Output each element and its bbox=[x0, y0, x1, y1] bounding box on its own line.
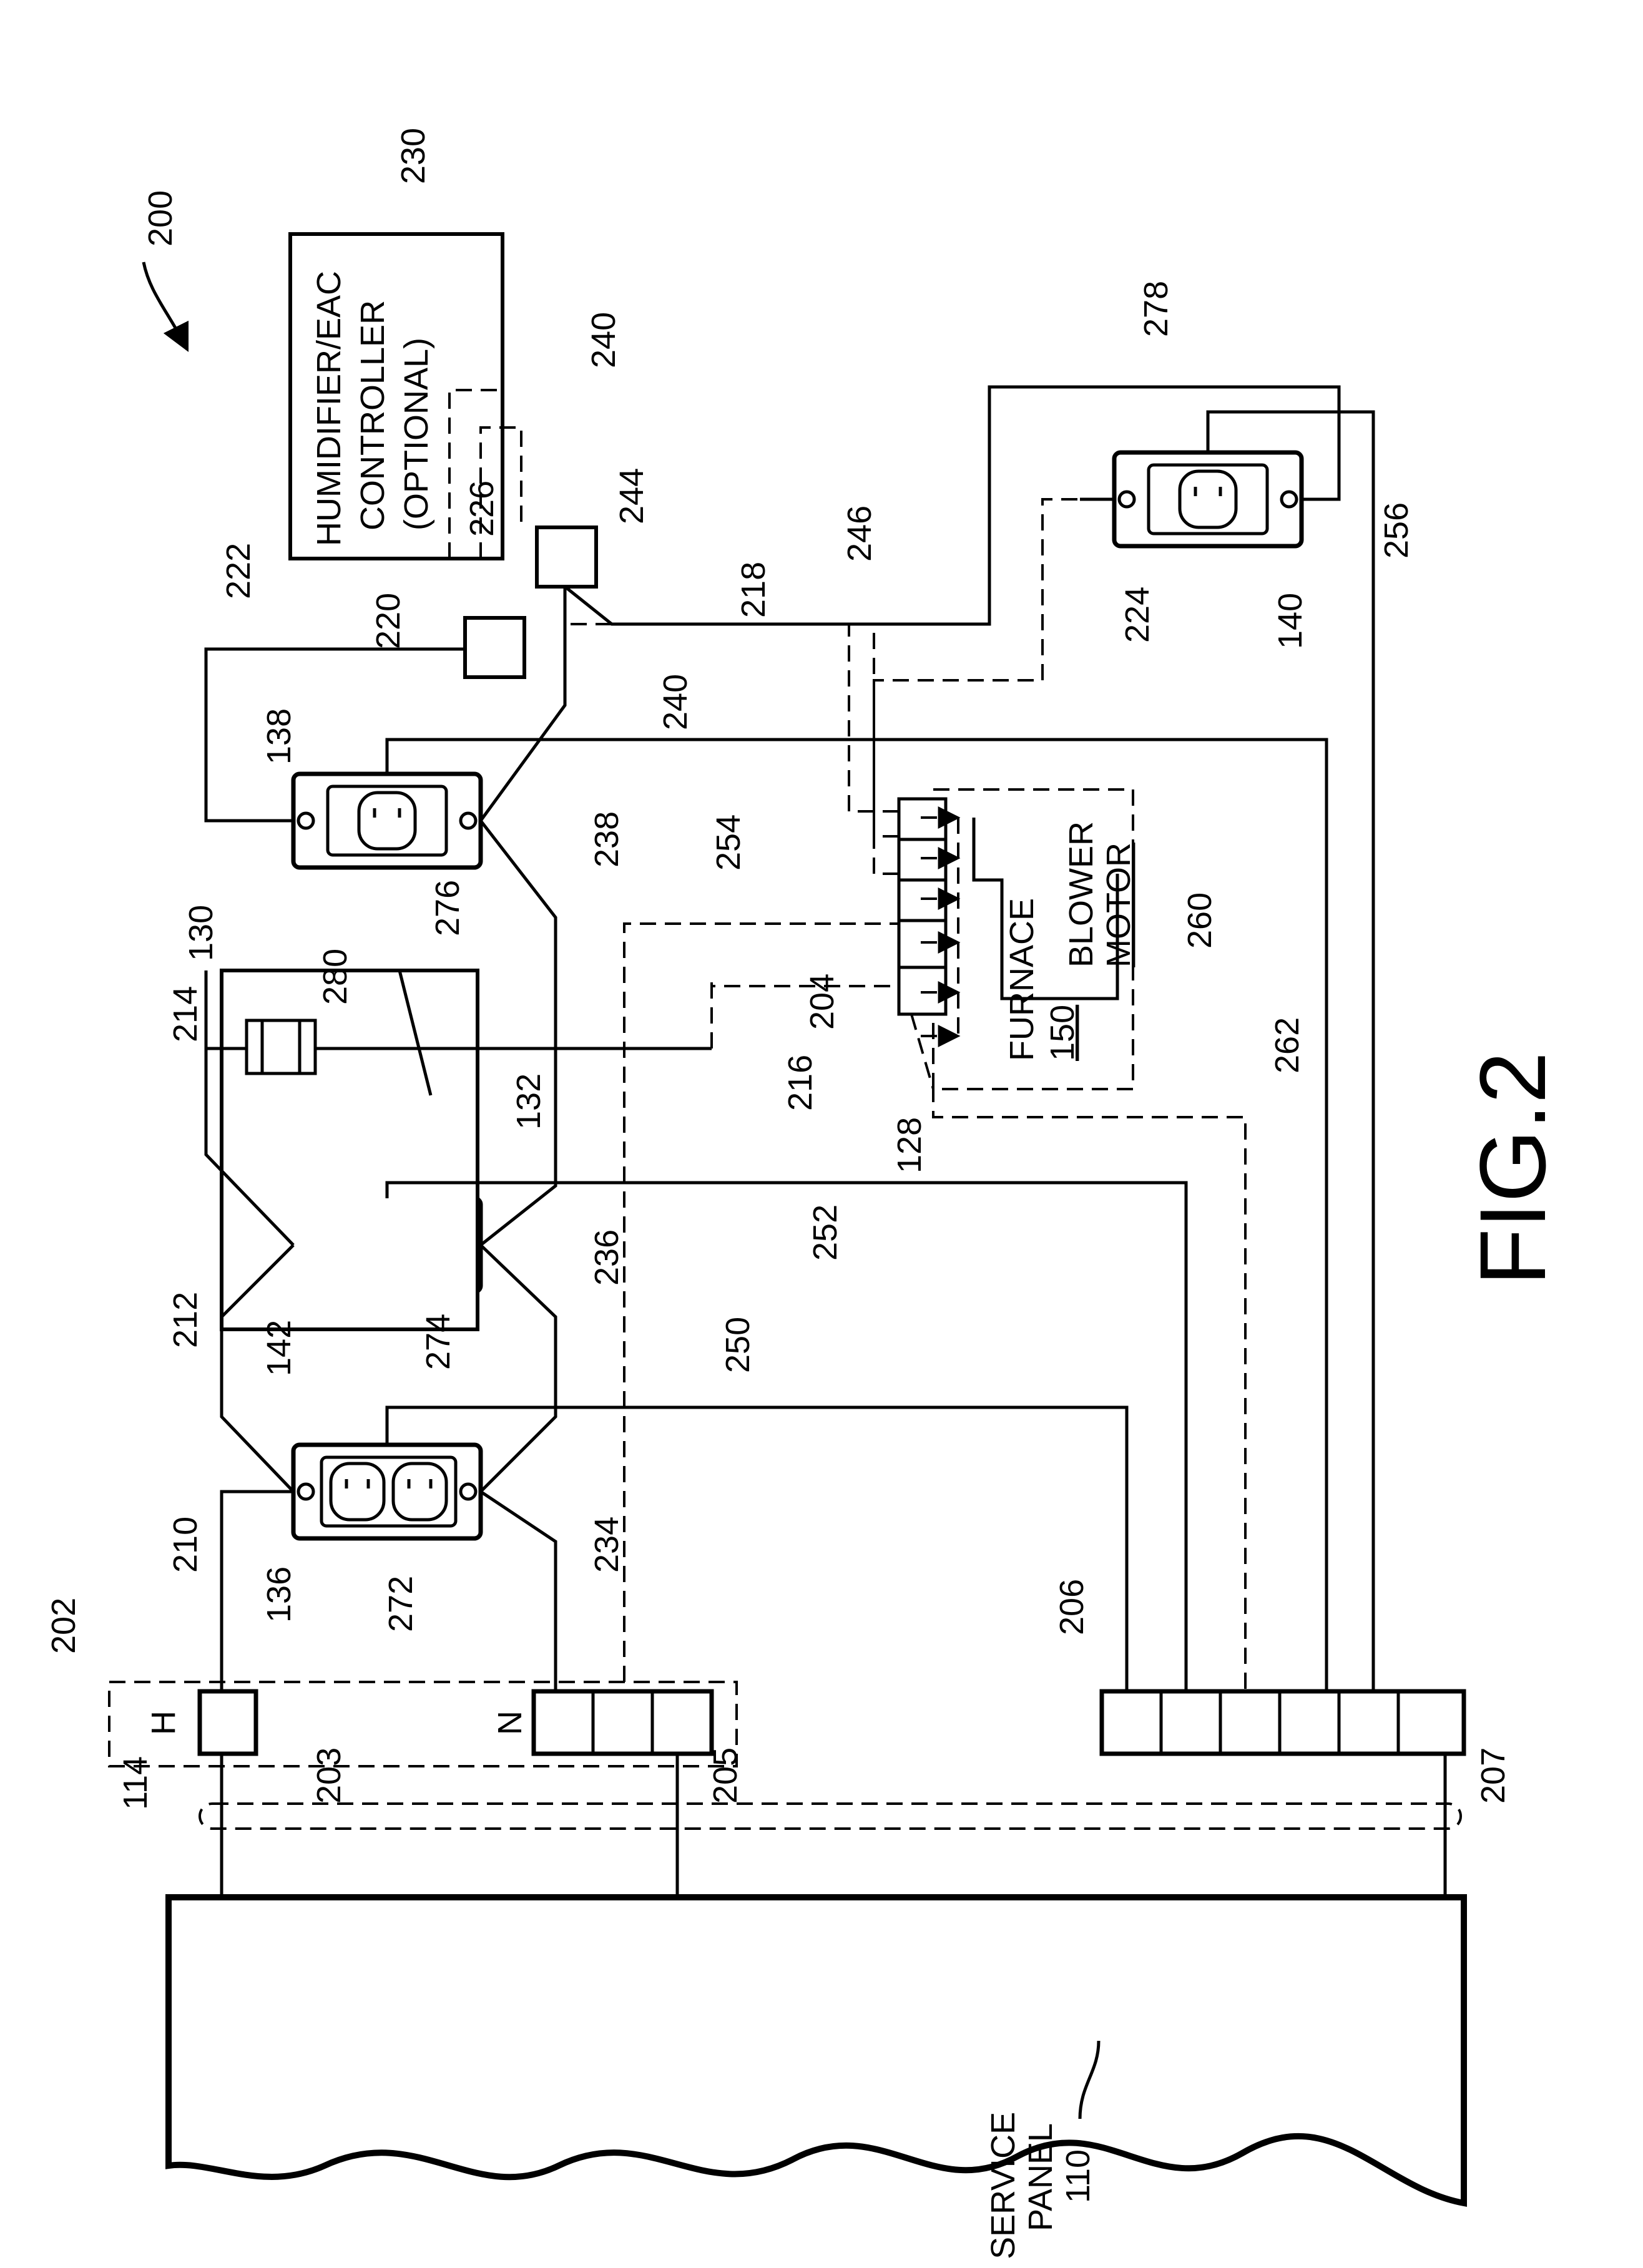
receptacle-138 bbox=[293, 774, 481, 868]
device-280-ref: 280 bbox=[316, 949, 354, 1005]
terminal-strip-204 bbox=[899, 799, 946, 1014]
outlet-278-ref: 278 bbox=[1137, 281, 1175, 337]
controller-line-2: CONTROLLER bbox=[354, 300, 391, 530]
receptacle-140 bbox=[1114, 452, 1302, 546]
junction-220-ref: 220 bbox=[370, 593, 407, 649]
wire-234: 234 bbox=[588, 1517, 625, 1573]
outlet-272-ref: 272 bbox=[382, 1576, 419, 1632]
switch-box-130 bbox=[206, 970, 478, 1329]
junction-244-ref: 244 bbox=[613, 468, 650, 524]
blower-label-1: BLOWER bbox=[1062, 821, 1100, 967]
hot-terminal bbox=[200, 1691, 256, 1754]
wire-224: 224 bbox=[1119, 587, 1156, 643]
junction-220 bbox=[465, 618, 524, 677]
wire-256: 256 bbox=[1378, 502, 1415, 559]
panel-ref: 110 bbox=[1059, 2149, 1097, 2203]
receptacle-140-ref: 140 bbox=[1272, 593, 1309, 649]
panel-label-2: PANEL bbox=[1022, 2123, 1059, 2231]
controller-ref: 230 bbox=[395, 128, 432, 184]
switch-box-ref: 130 bbox=[182, 905, 220, 961]
junction-244 bbox=[537, 527, 596, 587]
receptacle-136 bbox=[293, 1445, 481, 1538]
wire-218: 218 bbox=[735, 562, 772, 618]
wire-216: 216 bbox=[782, 1055, 819, 1111]
service-panel bbox=[169, 1897, 1464, 2203]
hot-label: H bbox=[145, 1711, 182, 1735]
wire-226: 226 bbox=[463, 481, 501, 537]
blower-ref: 260 bbox=[1181, 892, 1219, 949]
neutral-ref: 205 bbox=[707, 1747, 744, 1804]
ground-bar bbox=[1102, 1691, 1464, 1754]
neutral-bar bbox=[534, 1691, 712, 1754]
switch-ref: 132 bbox=[510, 1073, 547, 1130]
wire-254: 254 bbox=[710, 814, 747, 871]
ground-bar-ref: 206 bbox=[1053, 1579, 1091, 1635]
ground-ref: 207 bbox=[1474, 1747, 1512, 1804]
wire-250: 250 bbox=[719, 1317, 757, 1373]
terminal-204-ref: 204 bbox=[803, 974, 841, 1030]
furnace-label: FURNACE bbox=[1003, 898, 1041, 1061]
receptacle-138-ref: 138 bbox=[260, 708, 298, 765]
panel-label-1: SERVICE bbox=[984, 2112, 1022, 2259]
wire-210: 210 bbox=[167, 1517, 204, 1573]
receptacle-142-ref: 142 bbox=[260, 1320, 298, 1376]
controller-line-1: HUMIDIFIER/EAC bbox=[310, 271, 348, 546]
hot-ref: 203 bbox=[310, 1747, 348, 1804]
furnace-ref: 150 bbox=[1044, 1005, 1081, 1061]
system-ref: 200 bbox=[142, 190, 179, 247]
wire-240-b: 240 bbox=[585, 312, 622, 368]
wire-246: 246 bbox=[841, 506, 878, 562]
figure-title: FIG.2 bbox=[1460, 1052, 1565, 1286]
wire-222: 222 bbox=[220, 543, 257, 599]
outlet-274-ref: 274 bbox=[419, 1314, 457, 1370]
cable-outline bbox=[200, 1804, 1461, 1829]
wire-238: 238 bbox=[588, 811, 625, 868]
cable-ref: 114 bbox=[117, 1756, 154, 1810]
wire-240-a: 240 bbox=[657, 674, 694, 730]
wire-252: 252 bbox=[807, 1205, 844, 1261]
terminal-block-ref: 202 bbox=[45, 1598, 82, 1654]
wire-214: 214 bbox=[167, 986, 204, 1042]
outlet-276-ref: 276 bbox=[429, 880, 466, 936]
neutral-label: N bbox=[491, 1711, 529, 1735]
receptacle-136-ref: 136 bbox=[260, 1567, 298, 1623]
wire-262: 262 bbox=[1268, 1017, 1306, 1073]
wire-212: 212 bbox=[167, 1292, 204, 1348]
blower-label-2: MOTOR bbox=[1100, 843, 1137, 967]
furnace-connector-ref: 128 bbox=[891, 1117, 928, 1173]
controller-line-3: (OPTIONAL) bbox=[398, 338, 435, 530]
wire-236: 236 bbox=[588, 1229, 625, 1286]
